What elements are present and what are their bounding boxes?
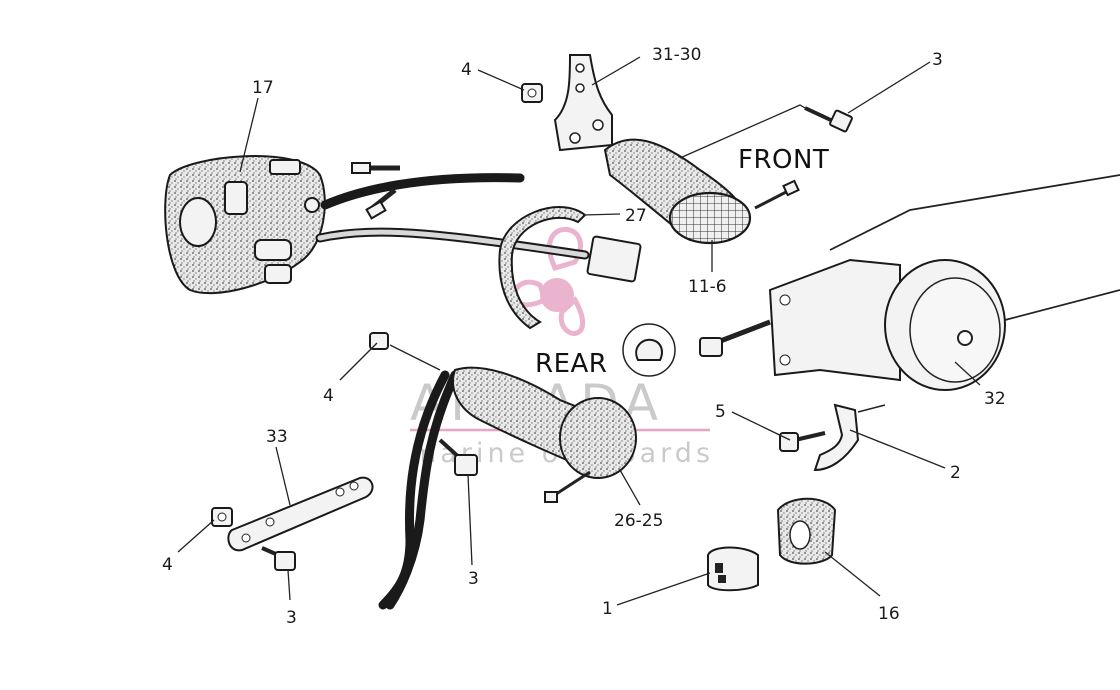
callout-3-bottom-left: 3: [286, 608, 297, 628]
label-front: FRONT: [738, 145, 829, 175]
screw-top: [804, 106, 853, 133]
callout-4-top: 4: [461, 60, 472, 80]
callout-32: 32: [984, 389, 1006, 409]
label-rear: REAR: [535, 349, 607, 379]
nut-top: [521, 83, 543, 103]
horn-bracket-bolt: [779, 431, 826, 452]
switch-wiring: [315, 162, 642, 283]
rear-indicator-bracket: [227, 476, 374, 552]
nut-rear-bracket: [211, 507, 233, 527]
callout-26-25: 26-25: [614, 511, 663, 531]
callout-4-bottom: 4: [162, 555, 173, 575]
front-lens-screw: [754, 179, 800, 210]
bolt-rear-bracket: [261, 546, 296, 571]
horn-bracket: [813, 403, 886, 472]
front-indicator-bracket: [553, 54, 613, 152]
callout-33: 33: [266, 427, 288, 447]
callout-1: 1: [602, 599, 613, 619]
callout-3-bottom-mid: 3: [468, 569, 479, 589]
bulb: [622, 323, 676, 377]
callout-31-30: 31-30: [652, 45, 701, 65]
left-handlebar-switch: [164, 155, 326, 295]
callout-16: 16: [878, 604, 900, 624]
callout-27: 27: [625, 206, 647, 226]
callout-3-top: 3: [932, 50, 943, 70]
callout-4-mid: 4: [323, 386, 334, 406]
callout-17: 17: [252, 78, 274, 98]
callout-11-6: 11-6: [688, 277, 727, 297]
bolt-rear-indicator: [438, 438, 478, 476]
switch-sleeve: [776, 497, 837, 565]
leader-lines: [177, 56, 981, 606]
callout-5: 5: [715, 402, 726, 422]
wire-clip: [498, 206, 587, 330]
horn: [699, 174, 1120, 391]
bulb-socket: [707, 546, 759, 592]
rear-indicator: [378, 366, 637, 610]
callout-2: 2: [950, 463, 961, 483]
front-indicator: [603, 138, 752, 245]
